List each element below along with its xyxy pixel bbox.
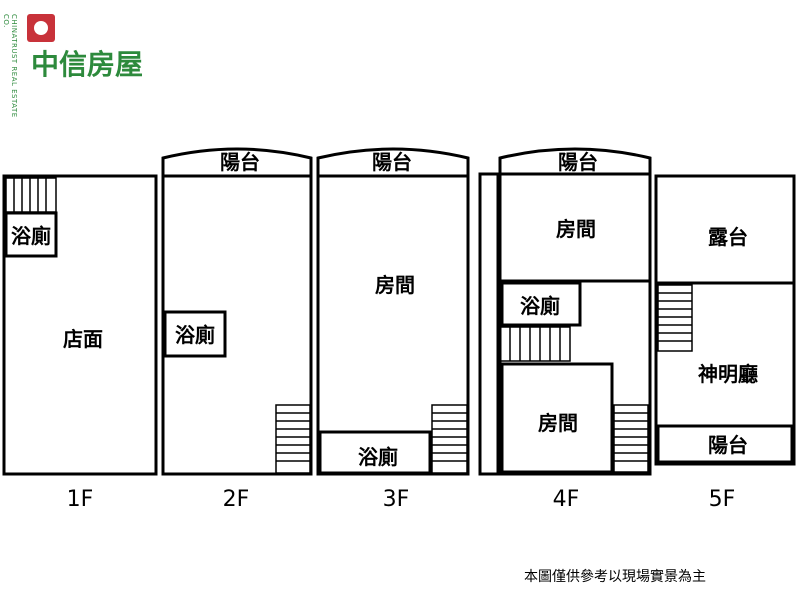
stairs-icon xyxy=(431,404,468,474)
floor-outline xyxy=(161,174,313,476)
floor-plan-5f: 露台 神明廳 陽台 5F xyxy=(654,174,796,512)
room-label: 浴廁 xyxy=(358,445,398,469)
room-box xyxy=(656,424,794,464)
room-box xyxy=(500,281,582,327)
room-label: 浴廁 xyxy=(175,323,215,347)
stairs-icon xyxy=(275,404,311,474)
stairs-icon xyxy=(499,326,571,362)
room-box xyxy=(318,430,432,475)
logo-chinese: 中信房屋 xyxy=(31,48,144,81)
floor-label: 5F xyxy=(709,487,736,512)
room-label: 陽台 xyxy=(558,150,598,174)
floor-plan-3f: 陽台 房間 浴廁 3F xyxy=(316,147,470,512)
room-box xyxy=(4,211,58,258)
room-label: 房間 xyxy=(538,411,578,435)
logo-mark-icon xyxy=(27,14,55,42)
floor-outline xyxy=(654,174,796,466)
floor-outline xyxy=(498,172,652,476)
room-label: 神明廳 xyxy=(698,362,758,386)
logo-english: CHINATRUST REAL ESTATE CO. xyxy=(2,14,18,118)
room-label: 房間 xyxy=(556,217,596,241)
room-box xyxy=(163,310,227,358)
disclaimer-text: 本圖僅供參考以現場實景為主 xyxy=(524,569,706,585)
floor-plan-1f: 浴廁 店面 1F xyxy=(2,174,158,512)
floor-plan-2f: 陽台 浴廁 2F xyxy=(161,147,313,512)
room-label: 陽台 xyxy=(708,433,748,457)
room-label: 房間 xyxy=(375,273,415,297)
room-label: 陽台 xyxy=(372,150,412,174)
floor-label: 1F xyxy=(67,487,94,512)
stairs-icon xyxy=(613,404,649,473)
stairs-icon xyxy=(5,177,57,213)
balcony-arc xyxy=(161,147,313,176)
floor-label: 4F xyxy=(553,487,580,512)
floor-label: 2F xyxy=(223,487,250,512)
stairs-icon xyxy=(657,284,693,352)
room-label: 店面 xyxy=(63,327,103,351)
floor-label: 3F xyxy=(383,487,410,512)
balcony-arc xyxy=(498,147,652,174)
floor-plan-4f: 陽台 房間 浴廁 房間 4F xyxy=(478,147,652,512)
balcony-arc xyxy=(316,147,470,176)
side-wall xyxy=(478,172,500,476)
room-label: 陽台 xyxy=(220,150,260,174)
room-label: 浴廁 xyxy=(520,294,560,318)
floor-outline xyxy=(2,174,158,476)
room-box xyxy=(500,362,614,474)
room-label: 浴廁 xyxy=(11,224,51,248)
room-label: 露台 xyxy=(708,225,748,249)
